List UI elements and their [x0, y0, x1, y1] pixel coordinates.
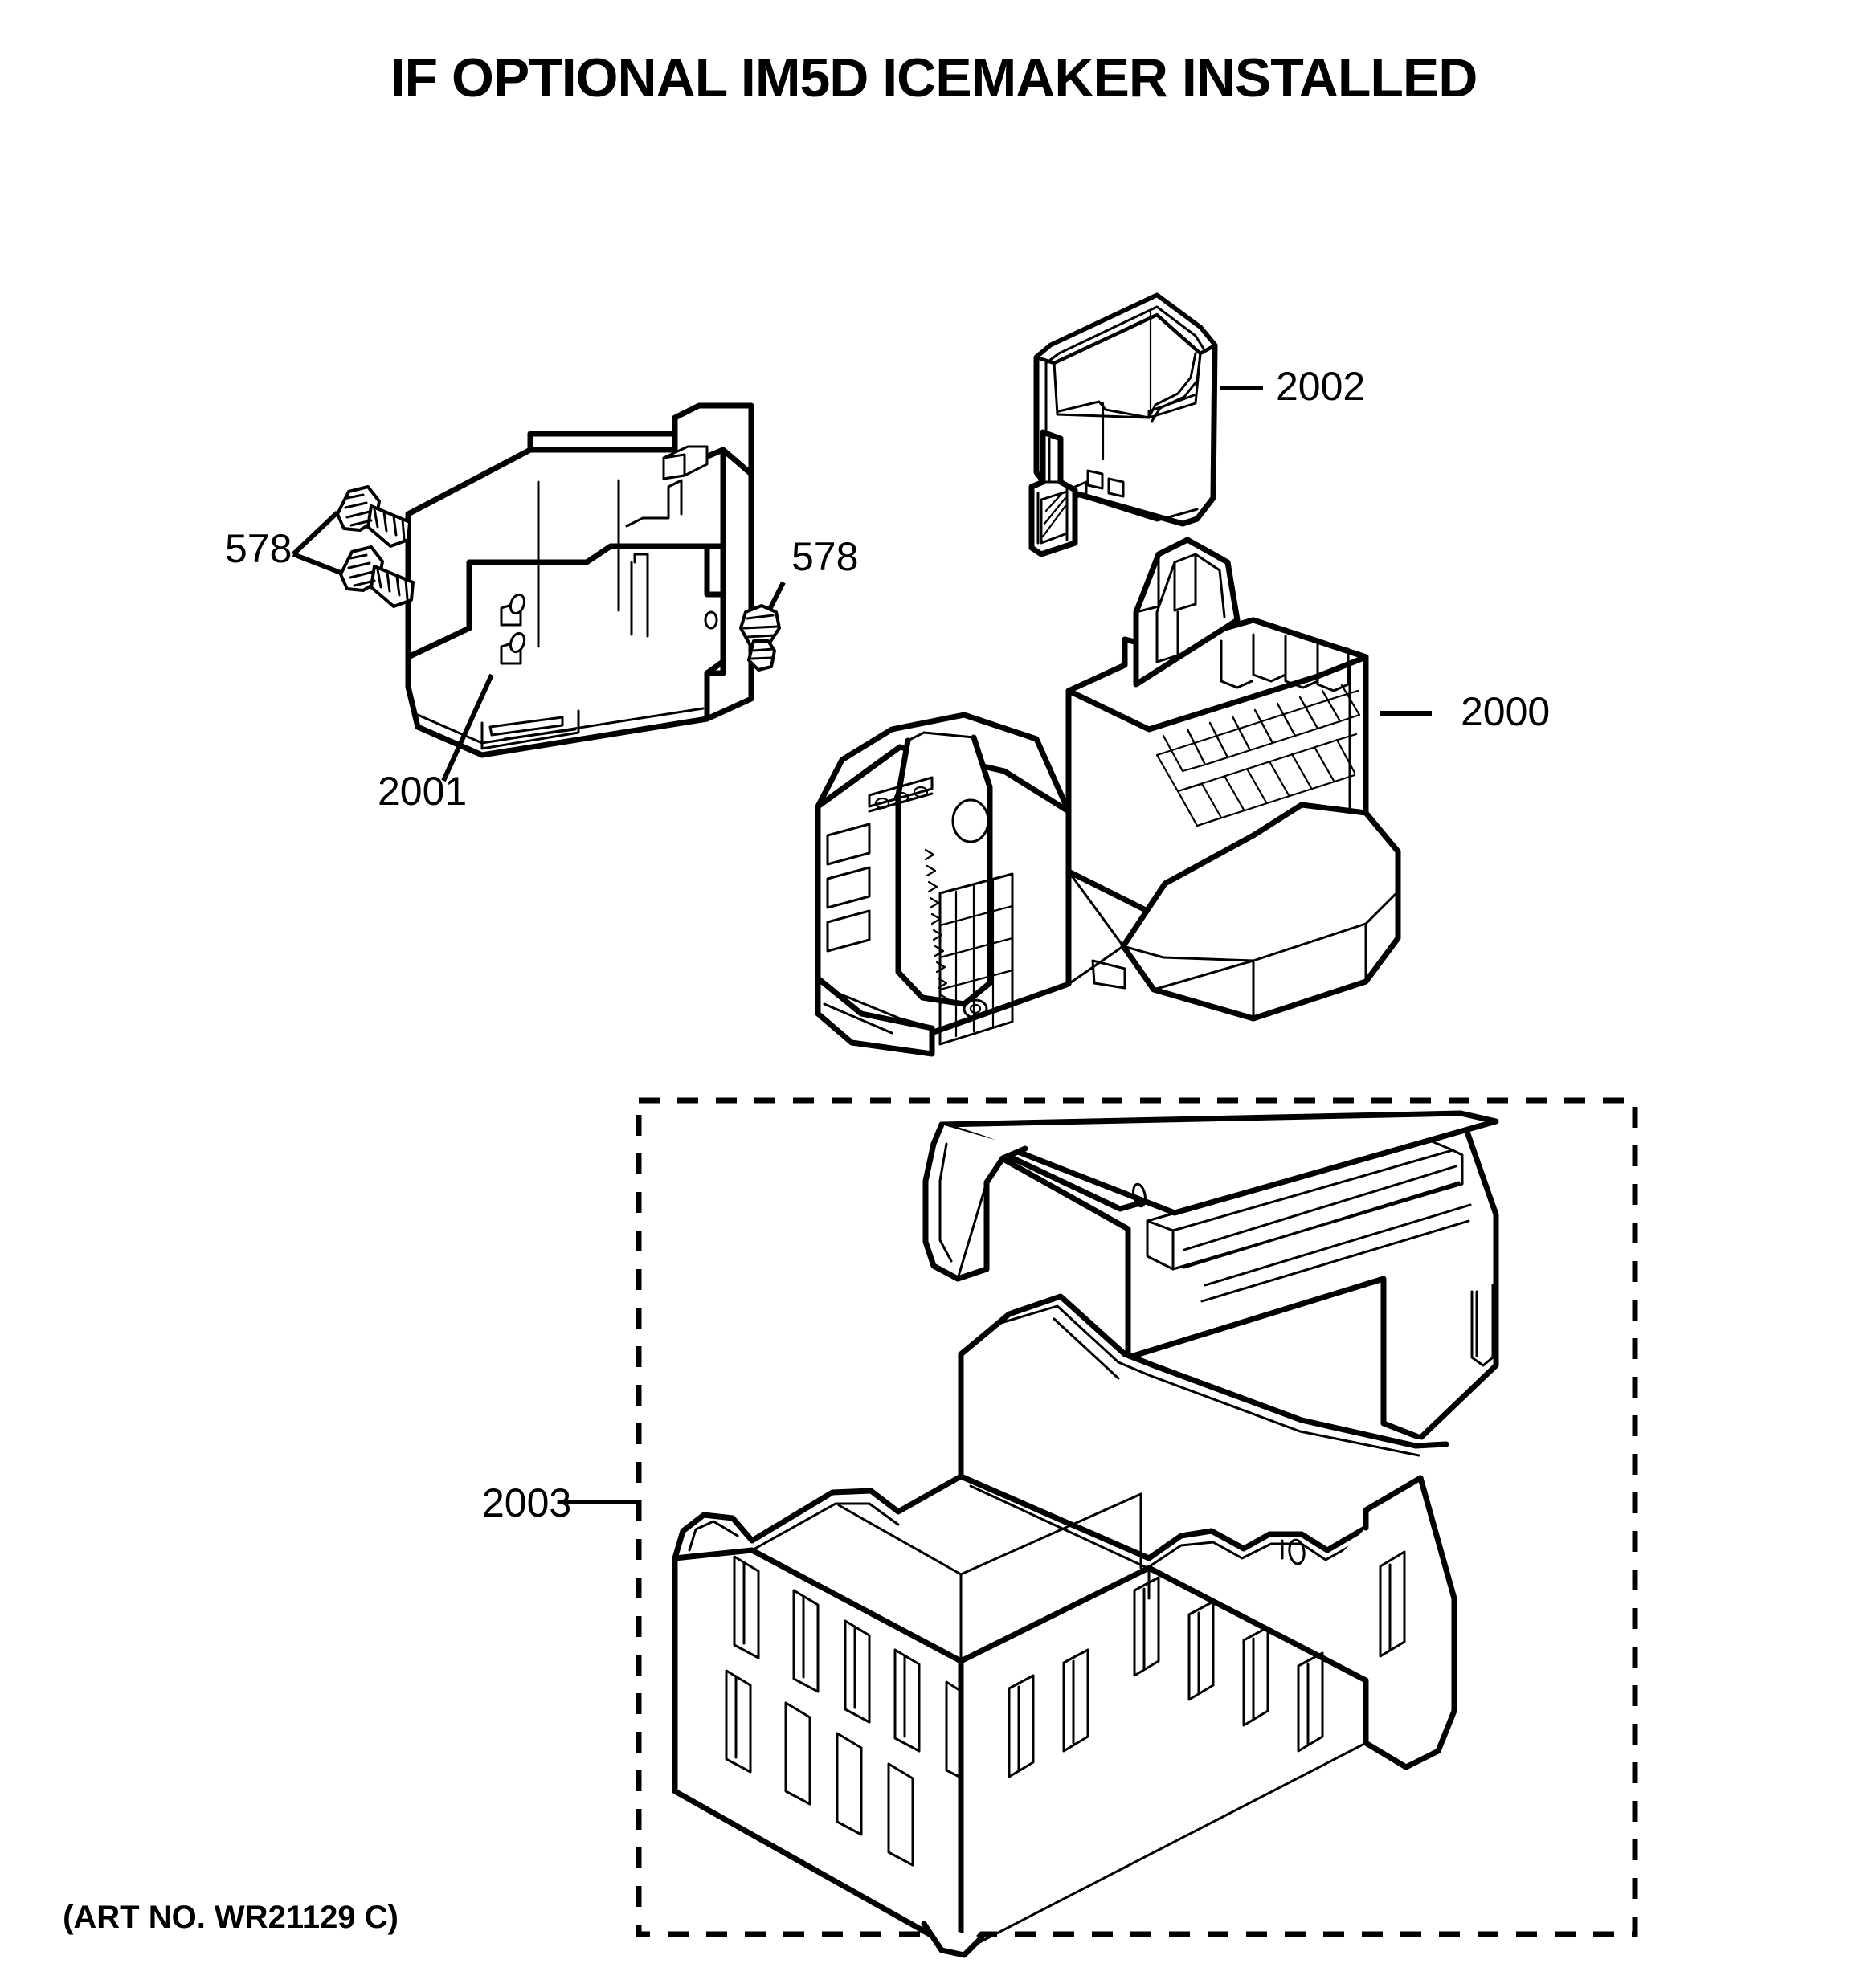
- bin-vent-slots-right: [1008, 1576, 1324, 1778]
- callout-leader-578-left-upper: [291, 510, 340, 557]
- part-2003-ice-storage-bin[interactable]: [672, 1110, 1499, 1958]
- screw-icon-lower: [339, 545, 415, 608]
- part-2000-icemaker-assembly[interactable]: [815, 537, 1401, 1057]
- optional-region-dashed-box: [636, 1097, 1638, 1937]
- callout-leader-2001: [441, 673, 494, 782]
- part-2001-icemaker-cover[interactable]: [405, 402, 754, 758]
- part-578-screw-right[interactable]: 578: [739, 534, 858, 672]
- callout-label-2002: 2002: [1276, 364, 1365, 409]
- screw-icon-right: [739, 604, 781, 672]
- callout-label-578-right: 578: [791, 534, 858, 579]
- callout-label-2000: 2000: [1461, 689, 1550, 734]
- callout-label-2003: 2003: [482, 1480, 571, 1525]
- bin-vent-slots-left: [725, 1555, 961, 1867]
- page-title: IF OPTIONAL IM5D ICEMAKER INSTALLED: [390, 47, 1478, 108]
- icemaker-serration: [924, 848, 950, 1006]
- art-number-label: (ART NO. WR21129 C): [63, 1900, 399, 1935]
- part-578-screws-left[interactable]: 578: [225, 485, 415, 608]
- callout-label-2001: 2001: [378, 769, 467, 814]
- callout-leader-578-left-lower: [292, 552, 342, 575]
- callout-label-578-left: 578: [225, 526, 292, 571]
- screw-icon-upper: [336, 485, 411, 548]
- icemaker-comb-fingers: [1155, 684, 1361, 827]
- part-2002-ice-bucket-scoop[interactable]: [1028, 292, 1218, 557]
